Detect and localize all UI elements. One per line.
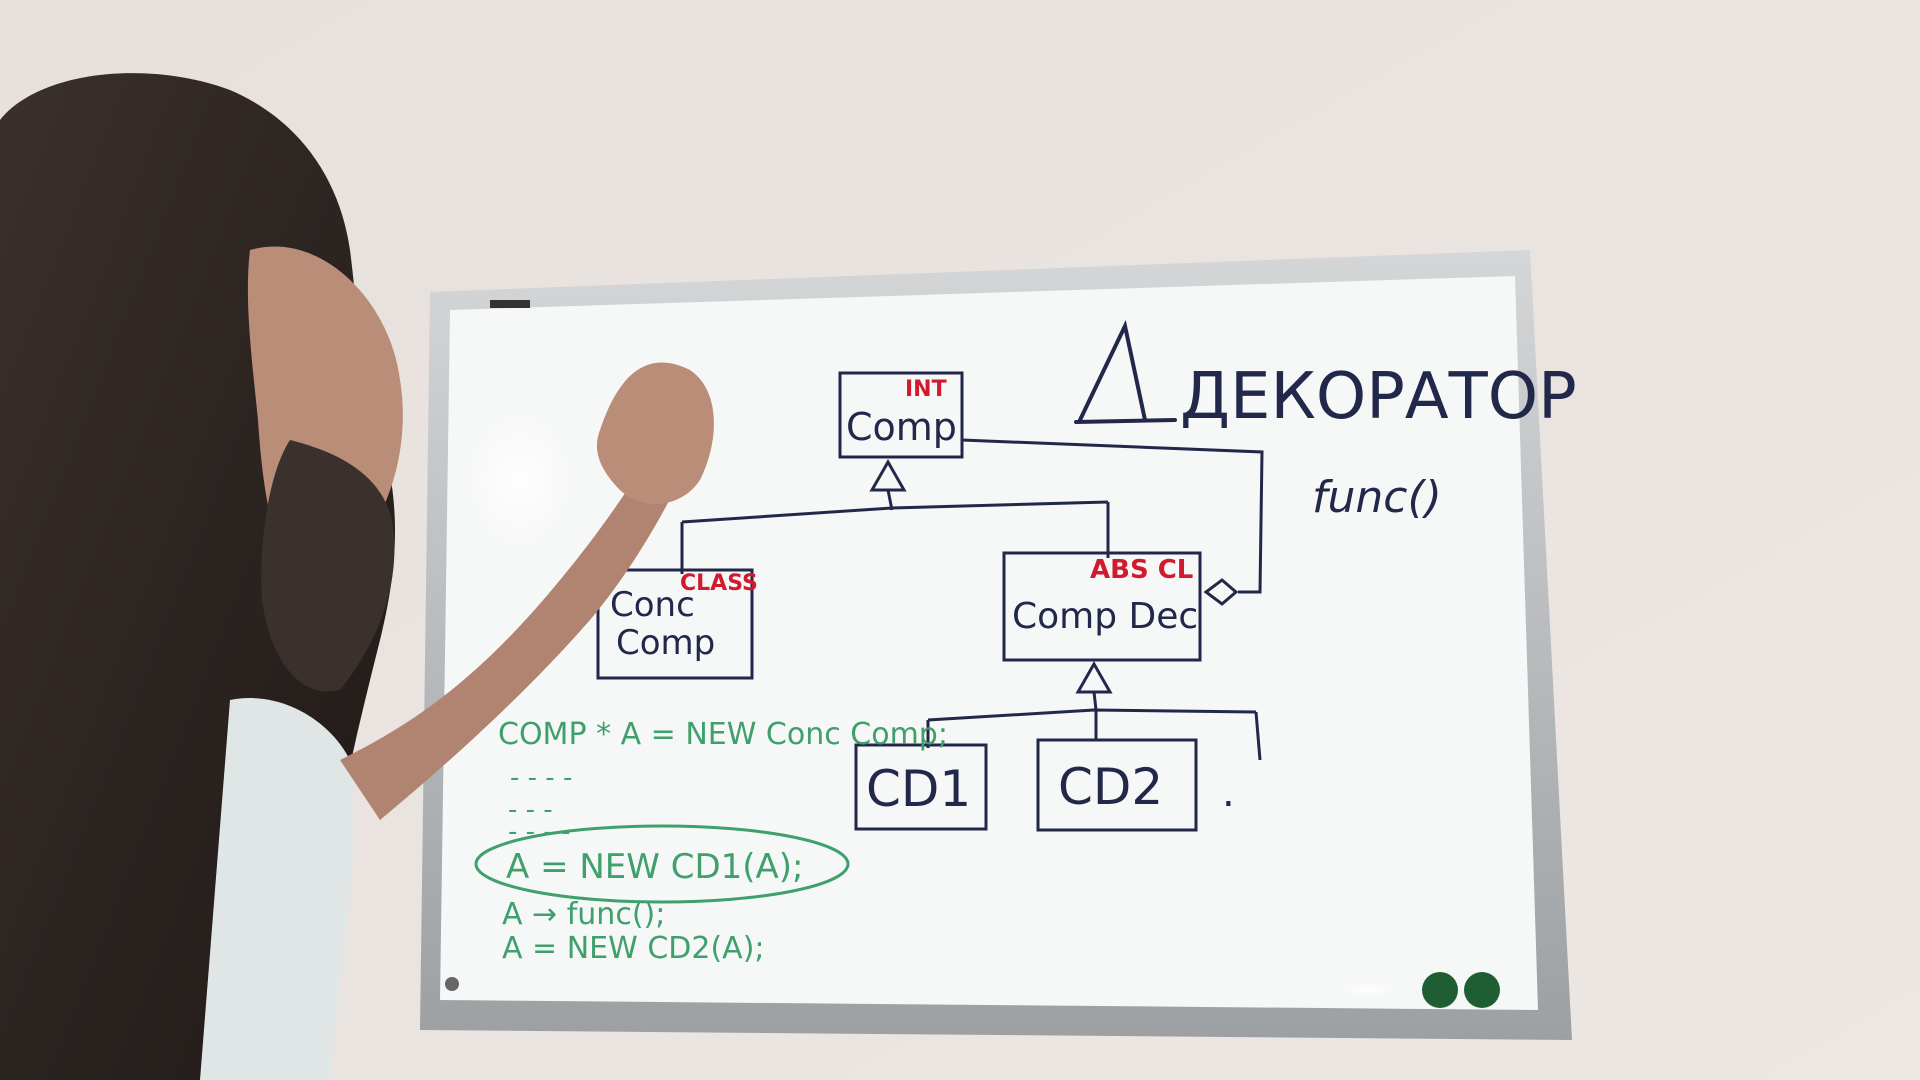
concrete-component-name-1: Conc: [610, 585, 695, 625]
cd1-box: CD1: [854, 743, 988, 831]
presenter-hand: [596, 362, 714, 504]
presenter-shirt: [200, 698, 355, 1080]
code-line-2: - - - -: [510, 763, 572, 793]
decorator-box-outline: [1002, 551, 1202, 662]
presenter-beard: [261, 440, 395, 692]
code-line-3: - - -: [508, 795, 553, 825]
decorator-box: ABS CL Comp Dec: [1002, 551, 1202, 662]
code-line-5: A = NEW CD1(A);: [506, 847, 804, 887]
component-stereotype: INT: [905, 377, 947, 402]
green-magnet-1: [1422, 972, 1458, 1008]
cd2-label: CD2: [1058, 758, 1163, 816]
presenter-arm: [340, 440, 690, 820]
frame-label-sticker: [490, 300, 530, 308]
cd1-outline: [854, 743, 988, 831]
aggregation-diamond: [1203, 578, 1239, 606]
code-highlight-ellipse: [474, 824, 850, 904]
concrete-component-box: CLASS Conc Comp: [596, 568, 758, 680]
more-subclasses-dot: .: [1222, 770, 1235, 816]
component-name: Comp: [846, 405, 957, 449]
component-box-outline: [838, 371, 964, 459]
inheritance-lines-top: [680, 489, 1110, 574]
decorator-stereotype: ABS CL: [1090, 555, 1193, 585]
presenter: [0, 73, 714, 1080]
decorator-name: Comp Dec: [1012, 596, 1198, 637]
component-box: INT Comp: [838, 371, 964, 459]
board-title: ДЕКОРАТОР: [1180, 360, 1577, 434]
code-block: COMP * A = NEW Conc Comp; - - - - - - - …: [498, 717, 948, 966]
cd1-label: CD1: [866, 760, 971, 818]
cd2-box: CD2: [1036, 738, 1198, 832]
green-magnet-2: [1464, 972, 1500, 1008]
concrete-component-name-2: Comp: [616, 623, 715, 663]
code-line-1: COMP * A = NEW Conc Comp;: [498, 717, 948, 752]
cd2-outline: [1036, 738, 1198, 832]
title-group: ДЕКОРАТОР: [1074, 319, 1577, 434]
board-screw: [445, 977, 459, 991]
code-line-7: A = NEW CD2(A);: [502, 931, 765, 966]
func-note: func(): [1312, 472, 1442, 523]
concrete-component-stereotype: CLASS: [680, 571, 758, 596]
inheritance-lines-bottom: [926, 691, 1262, 761]
light-reflection: [465, 410, 575, 550]
aggregation-line: [961, 438, 1264, 594]
light-reflection-bottom: [1340, 982, 1396, 998]
concrete-component-outline: [596, 568, 754, 680]
de-letter-stroke: [1074, 319, 1177, 424]
